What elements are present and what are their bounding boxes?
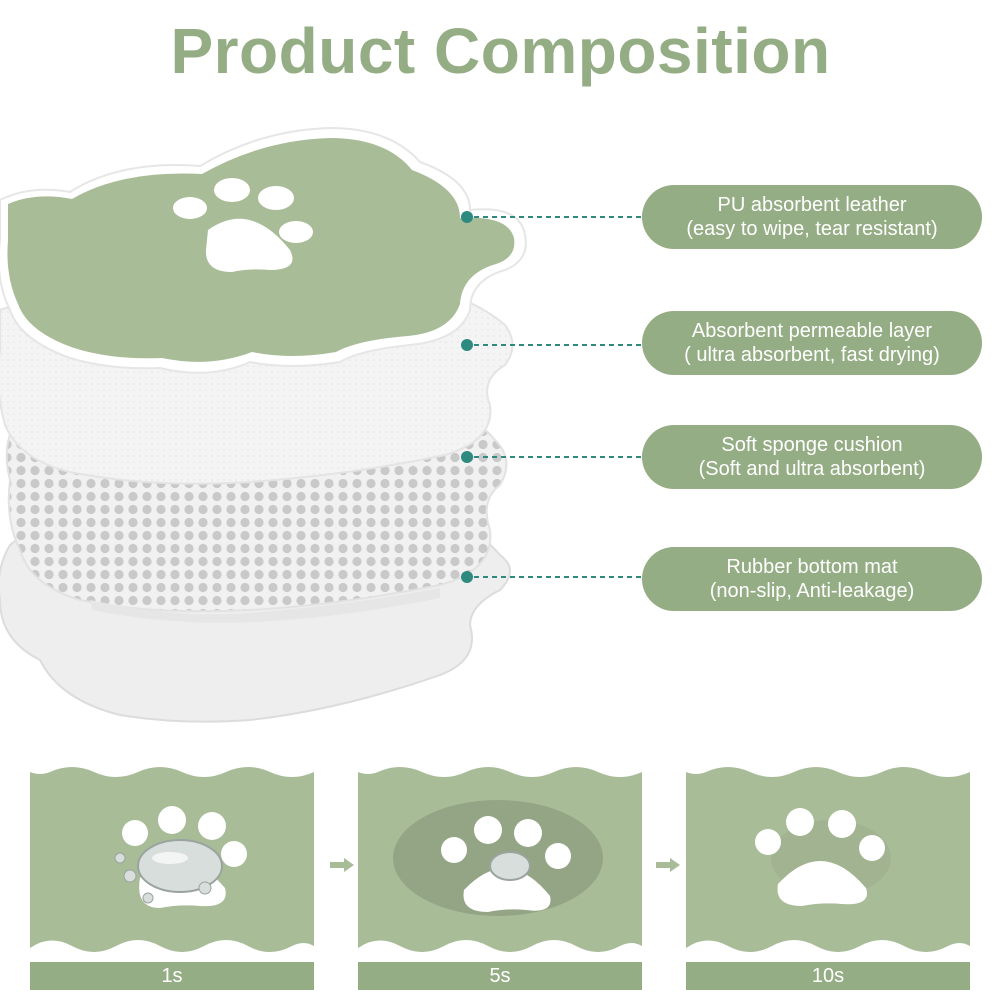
time-label: 5s bbox=[358, 962, 642, 990]
pu-leather-layer bbox=[0, 126, 527, 374]
page-title: Product Composition bbox=[170, 15, 831, 87]
callout-line1: Rubber bottom mat bbox=[726, 556, 898, 578]
time-label: 1s bbox=[30, 962, 314, 990]
callout-line2: (non-slip, Anti-leakage) bbox=[709, 580, 915, 602]
arrow-right-icon bbox=[656, 858, 680, 872]
callout-permeable-layer: Absorbent permeable layer ( ultra absorb… bbox=[642, 311, 982, 375]
callout-line2: (Soft and ultra absorbent) bbox=[698, 458, 926, 480]
callout-line1: PU absorbent leather bbox=[717, 194, 907, 216]
leader-line bbox=[461, 339, 650, 351]
water-droplet-icon bbox=[489, 851, 531, 881]
water-droplet-icon bbox=[114, 839, 223, 904]
paw-print-icon bbox=[441, 816, 571, 912]
arrow-right-icon bbox=[330, 858, 354, 872]
leader-line bbox=[461, 211, 650, 223]
absorption-panel-1s: 1s bbox=[30, 758, 314, 990]
mat-closeup-image bbox=[358, 758, 642, 962]
callout-sponge-cushion: Soft sponge cushion (Soft and ultra abso… bbox=[642, 425, 982, 489]
callout-line1: Soft sponge cushion bbox=[721, 434, 903, 456]
leader-line bbox=[461, 571, 650, 583]
mat-closeup-image bbox=[686, 758, 970, 962]
absorption-panel-5s: 5s bbox=[358, 758, 642, 990]
callout-line2: ( ultra absorbent, fast drying) bbox=[684, 344, 940, 366]
callout-rubber-mat: Rubber bottom mat (non-slip, Anti-leakag… bbox=[642, 547, 982, 611]
mat-closeup-image bbox=[30, 758, 314, 962]
callout-line1: Absorbent permeable layer bbox=[691, 320, 933, 342]
callout-pu-leather: PU absorbent leather (easy to wipe, tear… bbox=[642, 185, 982, 249]
mat-layers-illustration bbox=[0, 126, 527, 723]
paw-print-icon bbox=[755, 808, 885, 906]
time-label: 10s bbox=[686, 962, 970, 990]
leader-line bbox=[461, 451, 650, 463]
absorption-panel-10s: 10s bbox=[686, 758, 970, 990]
callout-line2: (easy to wipe, tear resistant) bbox=[686, 218, 938, 240]
paw-print-icon bbox=[173, 178, 313, 272]
